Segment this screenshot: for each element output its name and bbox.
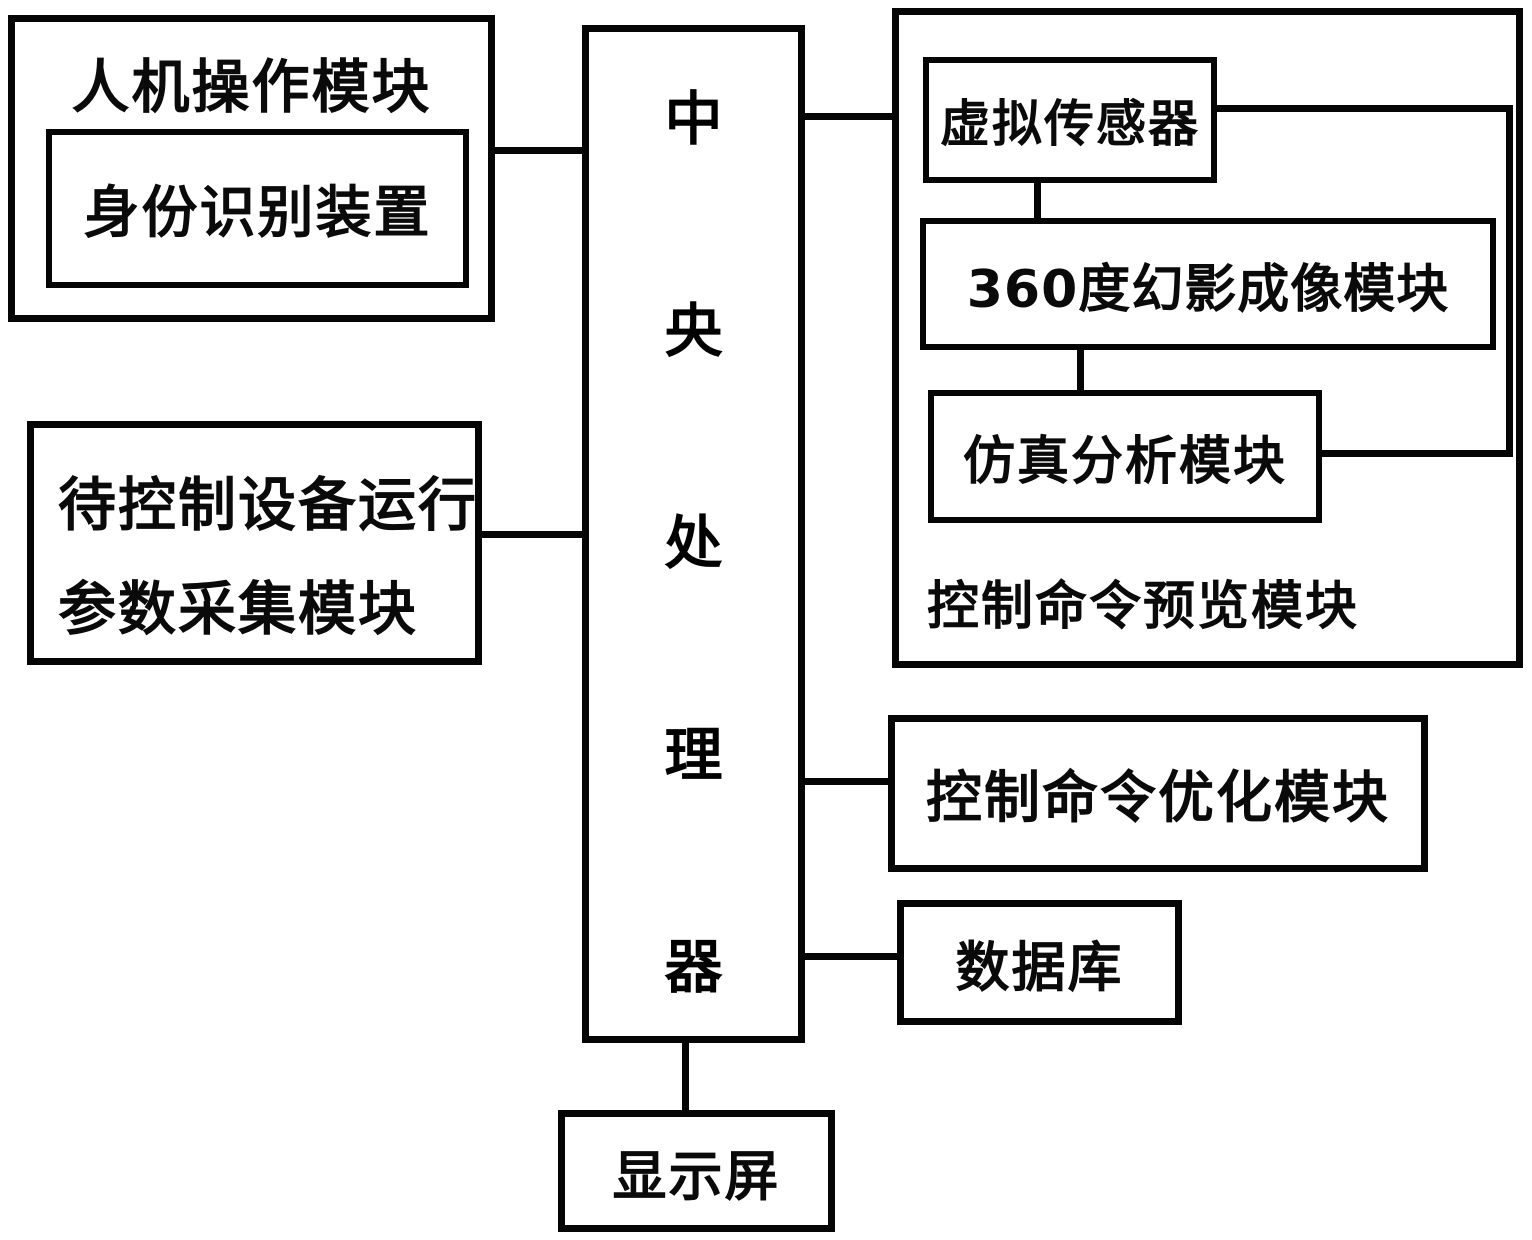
control-command-preview-module-label: 控制命令预览模块 (927, 577, 1360, 637)
phantom-imaging-module-box: 360度幻影成像模块 (920, 218, 1496, 350)
hmi-operation-module-box: 人机操作模块 身份识别装置 (8, 15, 495, 322)
connector-feedback-top (1217, 105, 1513, 112)
identity-recognition-device-box: 身份识别装置 (46, 129, 469, 288)
cpu-char-1: 中 (664, 85, 723, 153)
connector-feedback-right (1506, 105, 1513, 457)
virtual-sensor-label: 虚拟传感器 (940, 95, 1200, 153)
database-label: 数据库 (955, 936, 1124, 999)
cpu-char-3: 处 (664, 509, 723, 577)
connector-feedback-bottom (1322, 450, 1513, 457)
simulation-analysis-module-box: 仿真分析模块 (928, 390, 1322, 523)
parameter-acquisition-label-line2: 参数采集模块 (58, 575, 419, 643)
virtual-sensor-box: 虚拟传感器 (923, 57, 1217, 183)
central-processor-box: 中 央 处 理 器 (582, 25, 805, 1043)
connector-hmi-to-cpu (495, 147, 585, 154)
display-screen-box: 显示屏 (558, 1110, 835, 1232)
parameter-acquisition-label-line1: 待控制设备运行 (58, 471, 479, 539)
connector-imaging-to-simulation (1077, 350, 1084, 393)
parameter-acquisition-module-box: 待控制设备运行 参数采集模块 (27, 421, 482, 665)
simulation-analysis-module-label: 仿真分析模块 (962, 432, 1287, 492)
database-box: 数据库 (897, 900, 1182, 1025)
identity-recognition-device-label: 身份识别装置 (83, 181, 432, 246)
connector-param-to-cpu (482, 531, 585, 538)
control-command-optimization-module-box: 控制命令优化模块 (888, 715, 1428, 872)
display-screen-label: 显示屏 (612, 1144, 781, 1208)
connector-vsensor-to-imaging (1034, 183, 1041, 221)
hmi-operation-module-label: 人机操作模块 (71, 53, 432, 121)
cpu-char-2: 央 (664, 297, 723, 365)
cpu-char-5: 器 (664, 933, 723, 1001)
cpu-char-4: 理 (664, 721, 723, 789)
connector-cpu-to-database (805, 953, 900, 960)
control-command-optimization-module-label: 控制命令优化模块 (926, 766, 1390, 831)
connector-cpu-to-optimize (805, 778, 891, 785)
connector-cpu-to-preview (805, 113, 895, 120)
connector-cpu-to-display (682, 1043, 689, 1113)
phantom-imaging-module-label: 360度幻影成像模块 (966, 259, 1450, 320)
